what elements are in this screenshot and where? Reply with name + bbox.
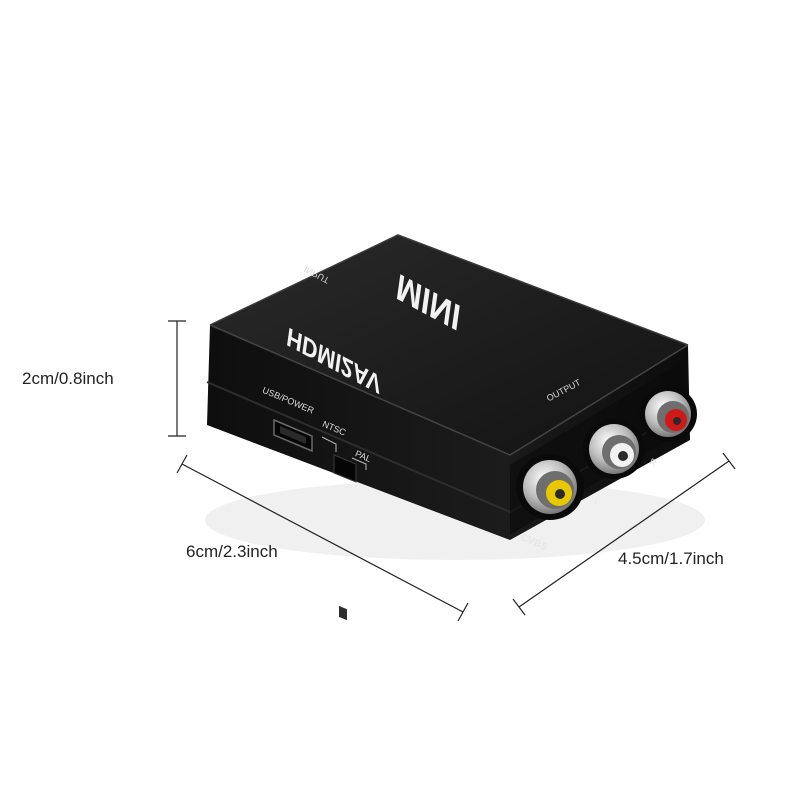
ntsc-pal-switch[interactable]	[333, 454, 357, 621]
width-dimension-label: 4.5cm/1.7inch	[618, 549, 724, 568]
l-label: L	[593, 496, 602, 507]
usb-port[interactable]	[273, 418, 313, 453]
length-dimension-label: 6cm/2.3inch	[186, 542, 278, 561]
height-dimension-label: 2cm/0.8inch	[22, 369, 114, 388]
length-dimension-line	[176, 454, 469, 622]
device-top-face	[210, 235, 688, 455]
width-dimension-line	[512, 452, 736, 616]
r-label: R	[648, 456, 658, 468]
device-front-face	[207, 325, 510, 540]
height-dimension-line	[168, 320, 186, 437]
rca-right-jack[interactable]	[639, 386, 697, 442]
hdmi-to-av-converter: MINI HDMI2AV INPUT OUTPUT USB/POWER NTSC…	[205, 234, 705, 621]
rca-cvbs-jack[interactable]	[516, 454, 584, 520]
rca-left-jack[interactable]	[583, 419, 645, 479]
